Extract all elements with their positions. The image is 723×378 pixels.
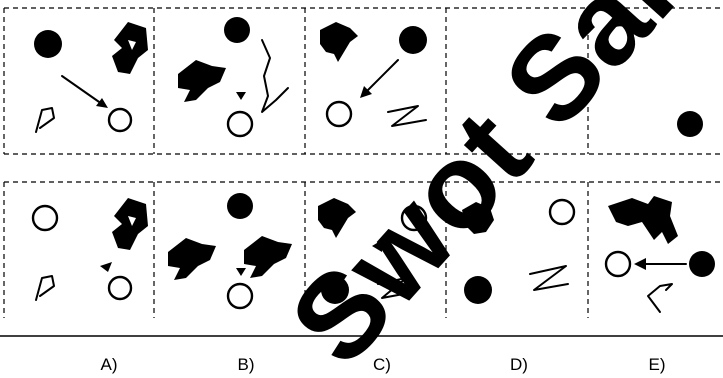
sequence-cell-2: [178, 17, 288, 136]
black-dot: [399, 26, 427, 54]
flag-figure: [36, 276, 54, 300]
squiggle-figure: [608, 196, 678, 244]
sequence-cell-1: [34, 22, 148, 132]
squiggle-figure-right: [244, 236, 292, 278]
zigzag-figure: [262, 40, 288, 112]
white-ring: [228, 112, 252, 136]
black-dot: [464, 276, 492, 304]
white-ring: [550, 200, 574, 224]
option-a-cell[interactable]: [33, 198, 148, 300]
z-figure: [530, 266, 568, 290]
white-ring: [33, 206, 57, 230]
arrow-head: [236, 92, 246, 100]
arrow-head: [236, 268, 246, 276]
white-ring: [327, 102, 351, 126]
option-label-d[interactable]: D): [510, 355, 528, 374]
white-ring: [109, 109, 131, 131]
black-dot: [224, 17, 250, 43]
option-label-a[interactable]: A): [101, 355, 118, 374]
squiggle-figure-left: [168, 238, 216, 280]
black-dot: [227, 193, 253, 219]
flag-figure: [36, 108, 54, 132]
sequence-cell-3: [320, 22, 427, 126]
bird-figure: [320, 22, 358, 62]
squiggle-figure: [112, 22, 148, 74]
black-dot: [34, 30, 62, 58]
squiggle-figure: [178, 60, 226, 102]
option-label-b[interactable]: B): [238, 355, 255, 374]
arrow: [62, 76, 102, 104]
flag-figure: [648, 284, 672, 312]
white-ring: [228, 284, 252, 308]
arrow: [366, 60, 398, 92]
squiggle-figure: [112, 198, 148, 250]
arrow-head: [100, 262, 112, 272]
watermark-text: Swot San: [265, 0, 723, 378]
option-label-e[interactable]: E): [649, 355, 666, 374]
white-ring: [606, 252, 630, 276]
black-dot: [689, 251, 715, 277]
z-figure: [388, 106, 426, 126]
black-dot: [677, 111, 703, 137]
option-e-cell[interactable]: [606, 196, 715, 312]
white-ring: [109, 277, 131, 299]
